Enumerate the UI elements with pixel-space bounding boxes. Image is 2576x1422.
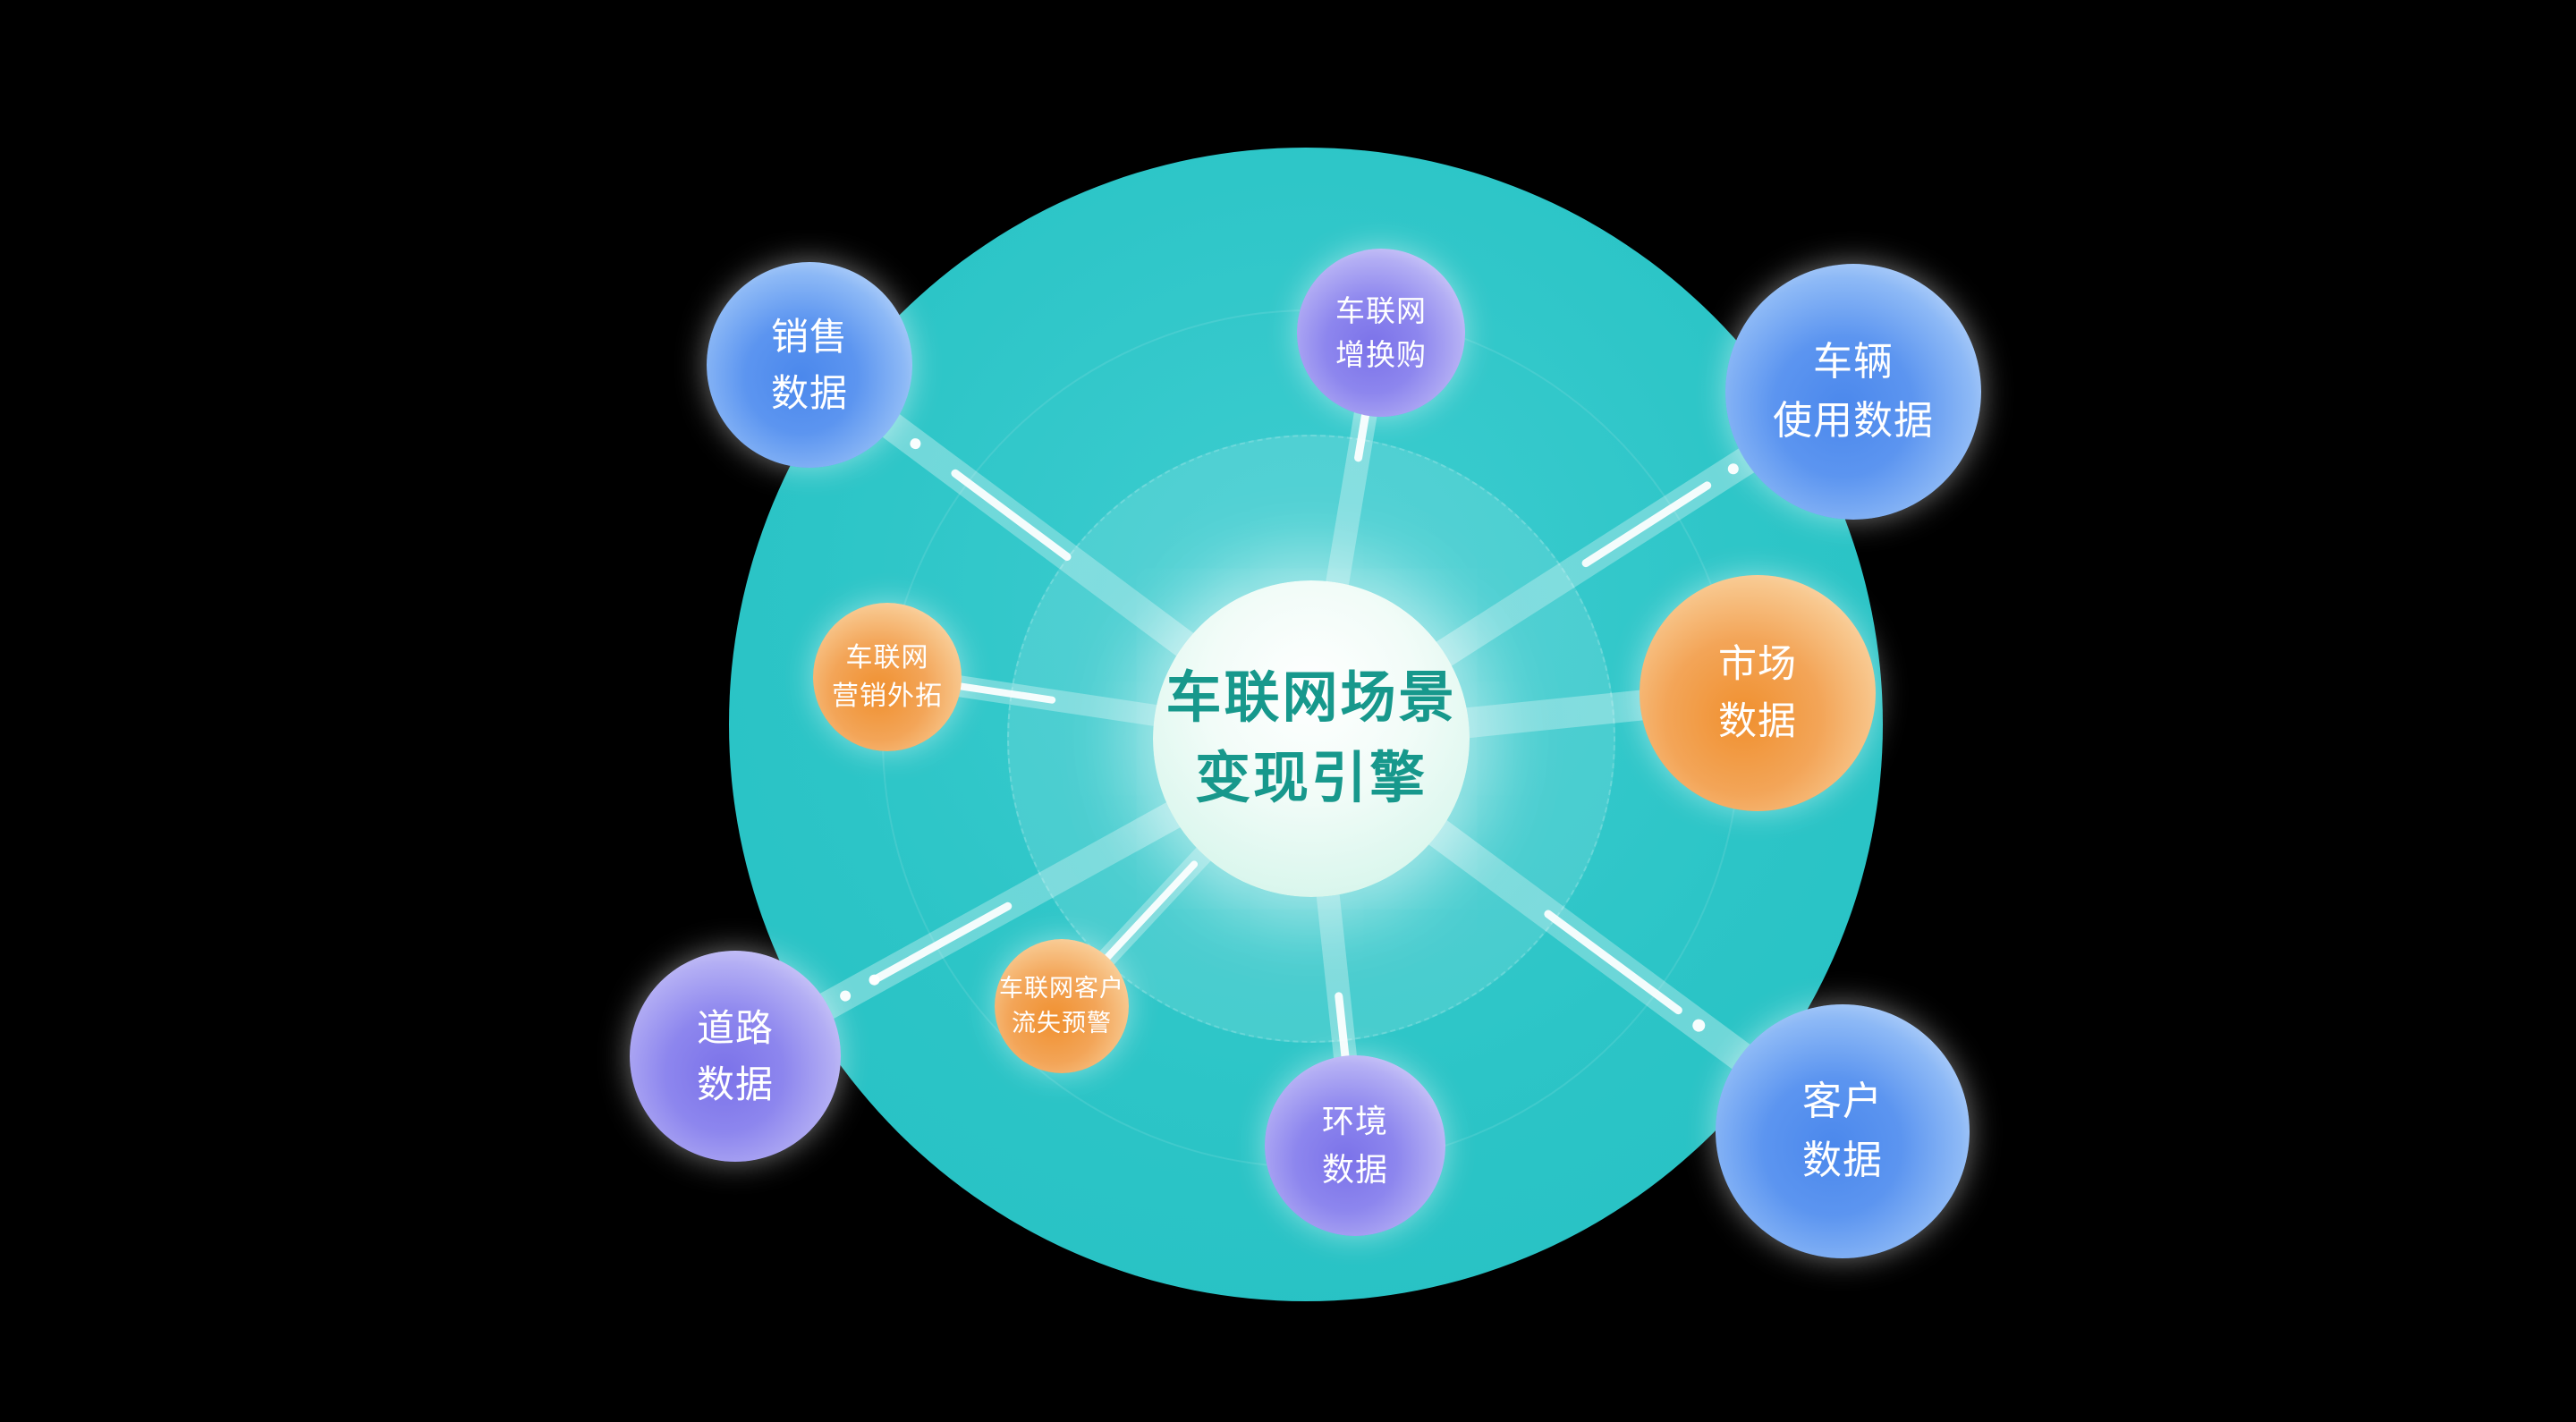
node-customer-data: 客户数据	[1716, 1004, 1970, 1258]
node-label: 销售数据	[771, 309, 848, 421]
node-label-line1: 客户	[1802, 1079, 1883, 1123]
beam-dot	[1725, 461, 1741, 477]
node-label-line2: 数据	[1802, 1138, 1883, 1182]
node-label-line1: 车联网	[845, 642, 929, 673]
node-label: 车联网增换购	[1335, 289, 1427, 377]
hub-title: 车联网场景变现引擎	[1165, 658, 1456, 819]
node-label: 客户数据	[1802, 1072, 1883, 1190]
node-label-line2: 流失预警	[1012, 1010, 1112, 1037]
node-label: 车辆使用数据	[1773, 333, 1934, 451]
node-label-line1: 道路	[696, 1007, 774, 1049]
node-label-line1: 车辆	[1813, 340, 1894, 384]
node-sales-data: 销售数据	[707, 262, 912, 468]
node-label-line2: 数据	[1321, 1151, 1388, 1188]
node-vehicle-usage-data: 车辆使用数据	[1725, 264, 1981, 520]
node-environment-data: 环境数据	[1265, 1055, 1445, 1236]
node-label-line2: 增换购	[1335, 338, 1427, 371]
node-label-line2: 营销外拓	[832, 681, 943, 711]
node-label: 车联网客户流失预警	[999, 971, 1124, 1041]
node-iov-marketing-outreach: 车联网营销外拓	[813, 603, 962, 751]
node-label-line1: 市场	[1718, 642, 1797, 686]
hub-iov-monetization-engine: 车联网场景变现引擎	[1153, 580, 1470, 897]
node-label: 道路数据	[697, 1000, 774, 1113]
node-label-line2: 数据	[770, 372, 848, 414]
beam-dot	[1690, 1016, 1708, 1035]
node-label: 市场数据	[1718, 636, 1797, 751]
node-road-data: 道路数据	[630, 951, 841, 1162]
node-label: 车联网营销外拓	[832, 639, 943, 716]
hub-title-line2: 变现引擎	[1194, 748, 1428, 809]
node-iov-trade-up: 车联网增换购	[1297, 249, 1465, 417]
node-iov-customer-churn-warning: 车联网客户流失预警	[995, 939, 1129, 1073]
node-label-line1: 销售	[770, 316, 848, 358]
node-label-line2: 使用数据	[1773, 399, 1934, 443]
node-market-data: 市场数据	[1640, 575, 1876, 811]
node-label: 环境数据	[1322, 1097, 1388, 1194]
node-label-line1: 环境	[1321, 1103, 1388, 1139]
node-label-line1: 车联网	[1335, 293, 1427, 327]
node-label-line2: 数据	[696, 1063, 774, 1105]
beam-dot	[908, 436, 923, 452]
node-label-line2: 数据	[1718, 700, 1797, 743]
hub-title-line1: 车联网场景	[1165, 667, 1457, 730]
beam-dot	[838, 988, 853, 1003]
node-label-line1: 车联网客户	[999, 974, 1124, 1002]
